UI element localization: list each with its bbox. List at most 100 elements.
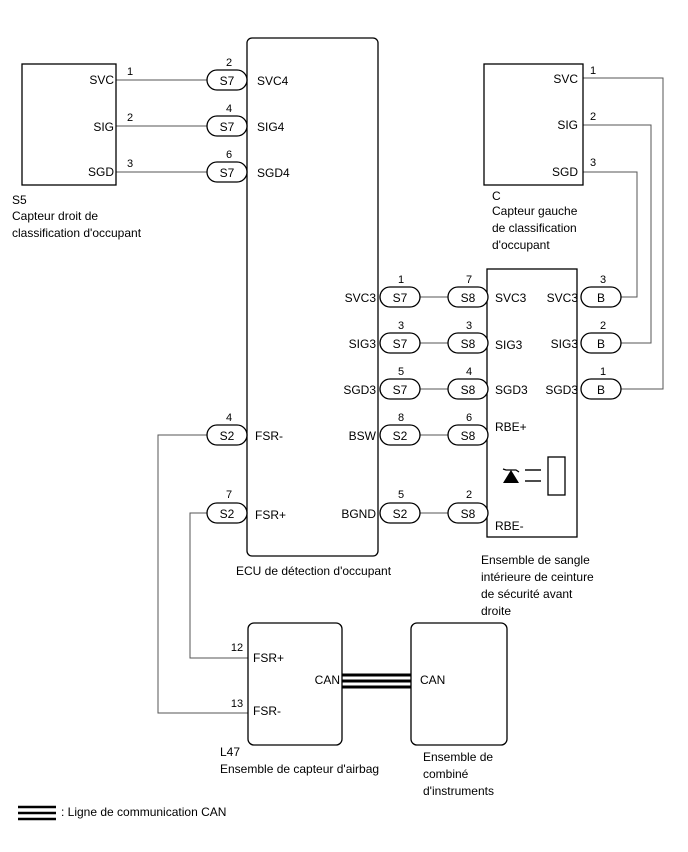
pin-number: 8 [398, 412, 404, 424]
meter-box [410, 622, 508, 746]
terminal-label: RBE+ [495, 420, 527, 434]
pin-number: 3 [466, 320, 472, 332]
s5-name: Capteur droit de [12, 209, 98, 223]
connector-label: B [597, 337, 605, 351]
s5-sensor: SVC SIG SGD 1 2 3 S5 Capteur droit de cl… [12, 66, 142, 240]
connector-label: S8 [461, 383, 476, 397]
pin-number: 7 [466, 274, 472, 286]
buckle-name: intérieure de ceinture [481, 570, 594, 584]
terminal-label: BGND [341, 507, 376, 521]
connector-b [580, 332, 622, 354]
connector-label: S8 [461, 291, 476, 305]
connector-b [580, 378, 622, 400]
c-sensor-box [483, 63, 584, 186]
terminal-label: FSR+ [253, 651, 284, 665]
airbag-sensor: FSR+ FSR- CAN 12 13 L47 Ensemble de capt… [220, 642, 379, 776]
meter-name: d'instruments [423, 784, 494, 798]
c-name: de classification [492, 221, 577, 235]
pin-number: 12 [231, 642, 243, 654]
connector-label: S7 [393, 337, 408, 351]
buckle-name: de sécurité avant [481, 587, 573, 601]
wire-c-svc [583, 77, 664, 390]
terminal-label: BSW [349, 429, 377, 443]
connector-s7 [206, 161, 248, 183]
connector-s7 [206, 69, 248, 91]
terminal-label: SGD3 [343, 383, 376, 397]
connector-label: S7 [393, 383, 408, 397]
pin-number: 4 [226, 103, 232, 115]
connector-s2 [379, 502, 421, 524]
pin-number: 1 [127, 66, 133, 78]
terminal-label: FSR+ [255, 508, 286, 522]
pin-number: 1 [600, 366, 606, 378]
pin-number: 2 [590, 111, 596, 123]
s5-name: classification d'occupant [12, 226, 142, 240]
connector-label: S8 [461, 429, 476, 443]
pin-number: 7 [226, 489, 232, 501]
connector-s7 [206, 115, 248, 137]
legend: : Ligne de communication CAN [18, 805, 226, 821]
connector-pills [206, 69, 622, 524]
terminal-label: SVC [89, 73, 114, 87]
s5-code: S5 [12, 193, 27, 207]
connector-s8 [447, 378, 489, 400]
buckle: SVC3 SIG3 SGD3 RBE+ RBE- SVC3 SIG3 SGD3 … [481, 291, 594, 618]
airbag-name: Ensemble de capteur d'airbag [220, 762, 379, 776]
buckle-box [486, 268, 578, 538]
zener-diode-symbol [503, 470, 519, 483]
wire-fsr-minus [157, 434, 248, 714]
pin-number: 1 [590, 65, 596, 77]
can-bus [342, 673, 411, 689]
resistor-symbol [547, 456, 566, 496]
pin-number: 6 [226, 149, 232, 161]
airbag-box [247, 622, 343, 746]
wire-fsr-plus [189, 512, 248, 659]
meter-name: Ensemble de [423, 750, 493, 764]
connector-s8 [447, 424, 489, 446]
terminal-label: SVC4 [257, 74, 289, 88]
terminal-label: SIG3 [495, 338, 523, 352]
legend-text: : Ligne de communication CAN [61, 805, 226, 819]
meter-name: combiné [423, 767, 469, 781]
connector-labels: S7 2 S7 4 S7 6 S2 4 S2 7 S7 1 S7 3 S7 5 … [220, 57, 606, 521]
connector-s7 [379, 332, 421, 354]
connector-b [580, 286, 622, 308]
pin-number: 2 [127, 112, 133, 124]
connector-s7 [379, 286, 421, 308]
terminal-label: SIG4 [257, 120, 285, 134]
connector-label: B [597, 291, 605, 305]
c-sensor: SVC SIG SGD 1 2 3 C Capteur gauche de cl… [492, 65, 596, 252]
terminal-label: SVC [553, 72, 578, 86]
wire-c-sig [583, 124, 652, 344]
pin-number: 5 [398, 366, 404, 378]
pin-number: 3 [398, 320, 404, 332]
terminal-label: SIG [557, 118, 578, 132]
terminal-label: SGD4 [257, 166, 290, 180]
s5-sensor-box [21, 63, 117, 186]
pin-number: 13 [231, 698, 243, 710]
wire-c-sgd [583, 171, 638, 298]
c-name: d'occupant [492, 238, 550, 252]
pin-number: 3 [600, 274, 606, 286]
connector-label: S2 [220, 429, 235, 443]
airbag-code: L47 [220, 745, 240, 759]
terminal-label: SVC3 [547, 291, 579, 305]
connector-s7 [379, 378, 421, 400]
connector-label: S2 [393, 507, 408, 521]
terminal-label: RBE- [495, 519, 524, 533]
terminal-label: SGD [88, 165, 114, 179]
terminal-label: SIG [93, 120, 114, 134]
buckle-name: Ensemble de sangle [481, 553, 590, 567]
terminal-label: CAN [315, 673, 340, 687]
connector-label: S7 [220, 120, 235, 134]
connector-s8 [447, 332, 489, 354]
pin-number: 4 [466, 366, 472, 378]
connector-s2 [206, 502, 248, 524]
ecu: SVC4 SIG4 SGD4 FSR- FSR+ SVC3 SIG3 SGD3 … [236, 74, 392, 578]
connector-s2 [206, 424, 248, 446]
pin-number: 5 [398, 489, 404, 501]
connector-label: S7 [220, 166, 235, 180]
connector-s8 [447, 502, 489, 524]
